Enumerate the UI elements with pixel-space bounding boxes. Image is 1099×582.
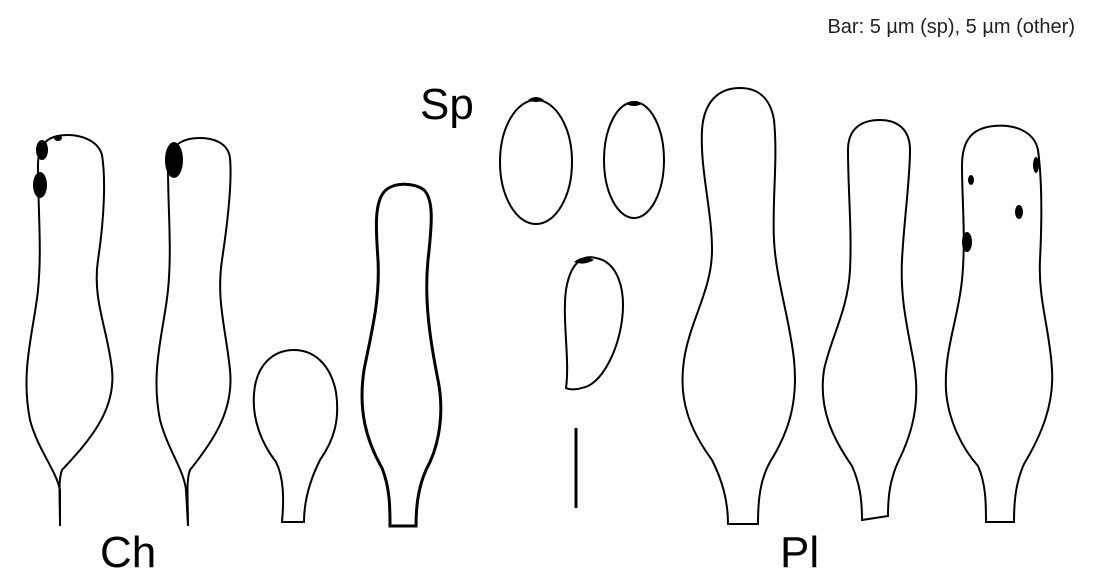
cheilocystidium-1-deposit — [54, 135, 62, 141]
pleurocystidia-label: Pl — [780, 528, 819, 578]
cheilocystidium-2-deposit — [165, 142, 183, 178]
spore-2 — [604, 102, 664, 218]
cheilocystidia-label: Ch — [100, 528, 156, 578]
cheilocystidium-1-deposit — [33, 172, 47, 198]
spore-1 — [500, 100, 572, 224]
spores-label: Sp — [420, 80, 474, 130]
pleurocystidium-3-deposit — [1015, 205, 1023, 219]
pleurocystidium-3-deposit — [962, 232, 972, 252]
pleurocystidium-1 — [682, 88, 795, 524]
pleurocystidium-3 — [946, 126, 1052, 522]
cheilocystidium-2 — [156, 138, 230, 526]
pleurocystidium-2 — [823, 120, 917, 520]
pleurocystidium-3-deposit — [1033, 157, 1039, 173]
cheilocystidium-4 — [362, 184, 441, 526]
cheilocystidium-3 — [254, 350, 337, 522]
spore-3 — [565, 257, 623, 389]
pleurocystidium-3-deposit — [968, 175, 974, 185]
spore-3-apiculus — [574, 257, 594, 263]
cheilocystidium-1-deposit — [36, 140, 48, 160]
spore-2-apiculus — [626, 101, 642, 106]
